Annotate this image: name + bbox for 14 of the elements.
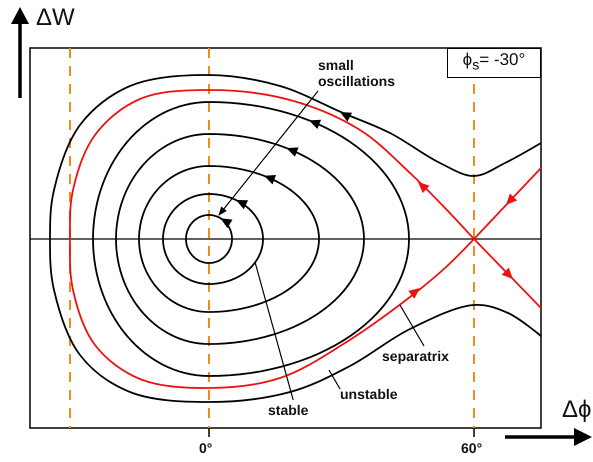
leader-line (254, 262, 294, 400)
annotation-label: stable (268, 402, 308, 418)
leader-line (399, 304, 425, 346)
annotation-label: separatrix (382, 348, 449, 364)
leader-line (328, 370, 341, 390)
tick-label: 60° (461, 440, 482, 456)
annotation-label: unstable (340, 386, 398, 402)
axis-label: Δϕ (562, 396, 592, 424)
parameter-label: ϕ$_{s}$= -30° (462, 52, 526, 74)
tick-label: 0° (199, 440, 212, 456)
parameter-box (447, 48, 541, 78)
annotation-label: small oscillations (318, 56, 396, 88)
leader-line (218, 90, 318, 216)
axis-label: ΔW (36, 4, 75, 32)
